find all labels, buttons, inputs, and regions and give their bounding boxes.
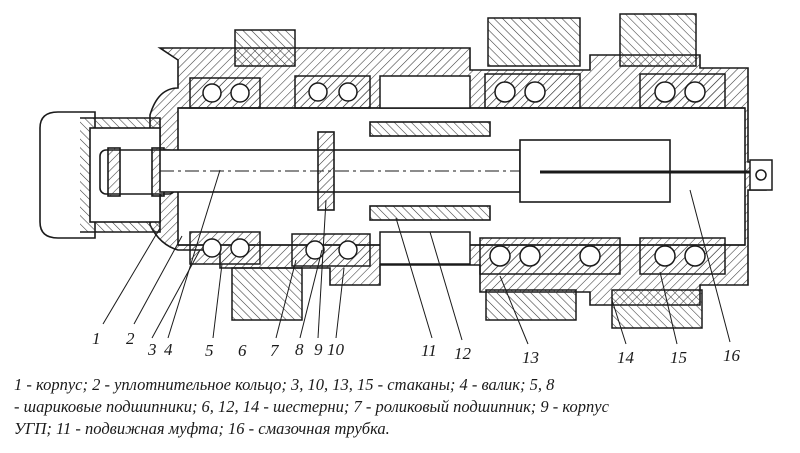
callout-10: 10 bbox=[327, 340, 344, 359]
callout-6: 6 bbox=[238, 341, 247, 360]
callout-8: 8 bbox=[295, 340, 304, 359]
caption-line-3: УГП; 11 - подвижная муфта; 16 - смазочна… bbox=[14, 419, 390, 438]
callout-3: 3 bbox=[148, 340, 157, 359]
callout-12: 12 bbox=[454, 344, 471, 363]
gearbox-section-drawing bbox=[39, 13, 773, 345]
callout-9: 9 bbox=[314, 340, 323, 359]
sliding-coupling bbox=[369, 121, 491, 221]
callout-4: 4 bbox=[164, 340, 173, 359]
callout-2: 2 bbox=[126, 329, 135, 348]
callout-14: 14 bbox=[617, 348, 634, 367]
callout-16: 16 bbox=[723, 346, 740, 365]
callout-13: 13 bbox=[522, 348, 539, 367]
callout-1: 1 bbox=[92, 329, 101, 348]
bearings-group bbox=[189, 73, 726, 275]
callout-5: 5 bbox=[205, 341, 214, 360]
left-cover bbox=[39, 111, 176, 239]
callout-7: 7 bbox=[270, 341, 279, 360]
caption-line-2: - шариковые подшипники; 6, 12, 14 - шест… bbox=[14, 397, 609, 416]
figure-caption: 1 - корпус; 2 - уплотнительное кольцо; 3… bbox=[14, 374, 794, 440]
caption-line-1: 1 - корпус; 2 - уплотнительное кольцо; 3… bbox=[14, 375, 555, 394]
lubrication-tube bbox=[749, 159, 773, 191]
callout-15: 15 bbox=[670, 348, 687, 367]
callout-11: 11 bbox=[421, 341, 437, 360]
leader-lines bbox=[102, 169, 731, 345]
gears-group bbox=[231, 13, 703, 329]
